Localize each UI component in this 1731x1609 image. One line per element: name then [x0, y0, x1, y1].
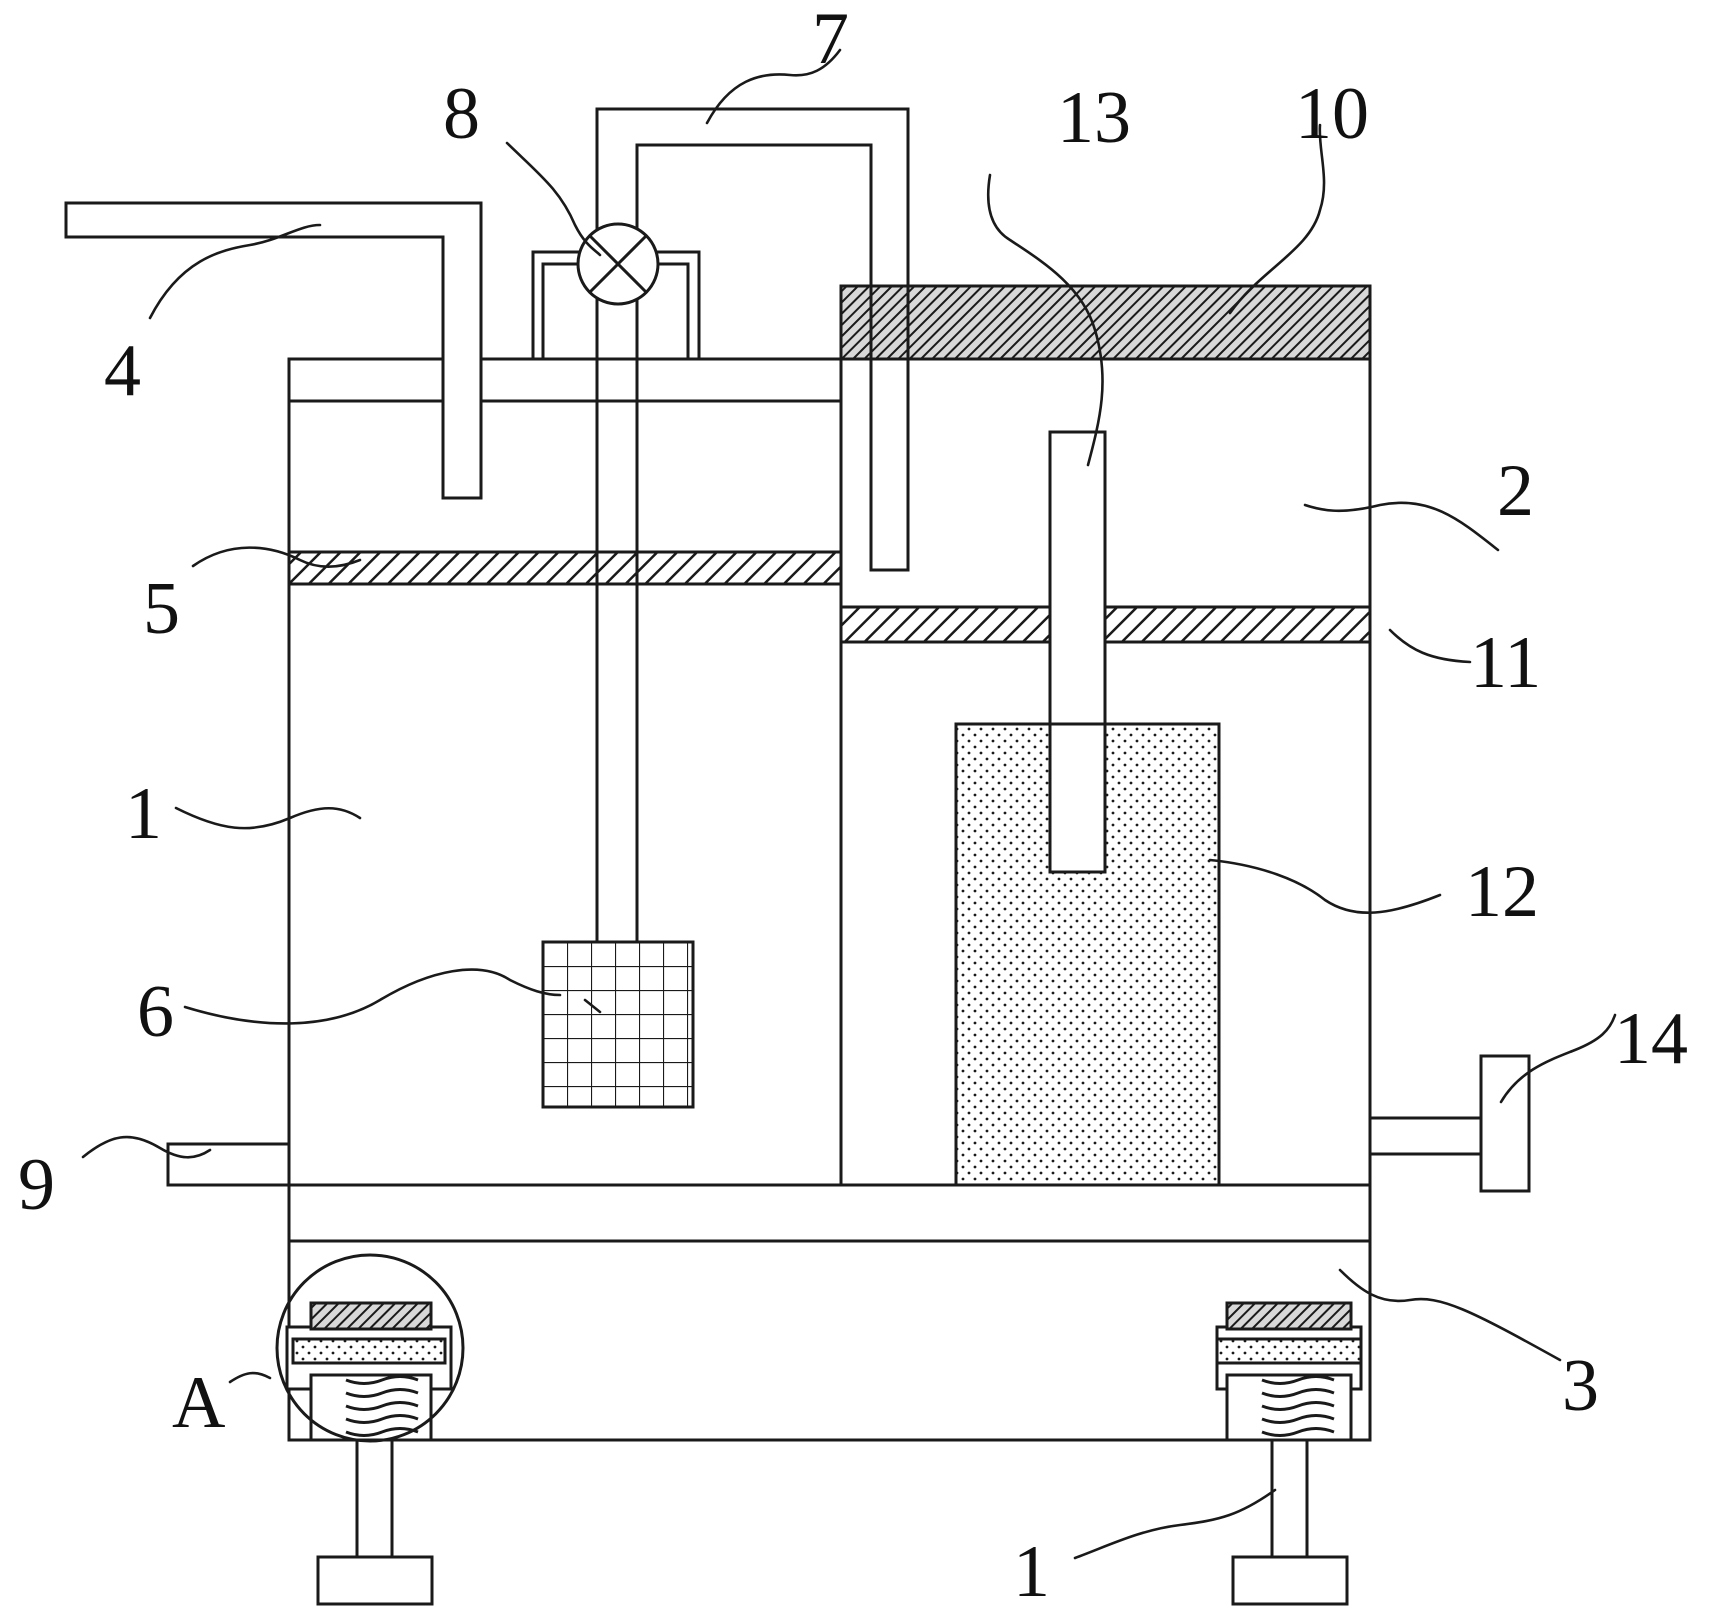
detail-a-circle	[275, 1253, 465, 1443]
lid-10	[839, 284, 1372, 361]
label-3: 3	[1562, 1345, 1599, 1427]
filter-plate-5	[287, 550, 843, 586]
label-6: 6	[137, 971, 174, 1053]
label-1-left: 1	[125, 773, 162, 855]
label-5: 5	[143, 568, 180, 650]
label-13: 13	[1057, 77, 1131, 159]
label-8: 8	[443, 73, 480, 155]
label-a: A	[172, 1362, 225, 1444]
label-7: 7	[812, 0, 849, 80]
label-14: 14	[1614, 998, 1688, 1080]
label-10: 10	[1295, 73, 1369, 155]
side-fitting-14	[1368, 1054, 1531, 1193]
label-2: 2	[1497, 450, 1534, 532]
label-11: 11	[1470, 622, 1541, 704]
label-4: 4	[104, 330, 141, 412]
outlet-9	[166, 1142, 291, 1187]
label-12: 12	[1465, 851, 1539, 933]
pipe-7	[595, 107, 910, 572]
leader-lines	[81, 48, 1617, 1560]
label-9: 9	[18, 1144, 55, 1226]
base-3	[287, 1183, 1372, 1442]
part-labels: 4 5 1 6 9 A 8 7 13 10 2 11 12 14 3 1	[18, 0, 1688, 1609]
foot-assembly-left	[275, 1253, 465, 1606]
foot-assembly-right	[1215, 1301, 1363, 1606]
label-1-bottom: 1	[1013, 1531, 1050, 1609]
mesh-basket-6	[541, 940, 695, 1109]
inlet-pipe-4	[64, 201, 483, 500]
